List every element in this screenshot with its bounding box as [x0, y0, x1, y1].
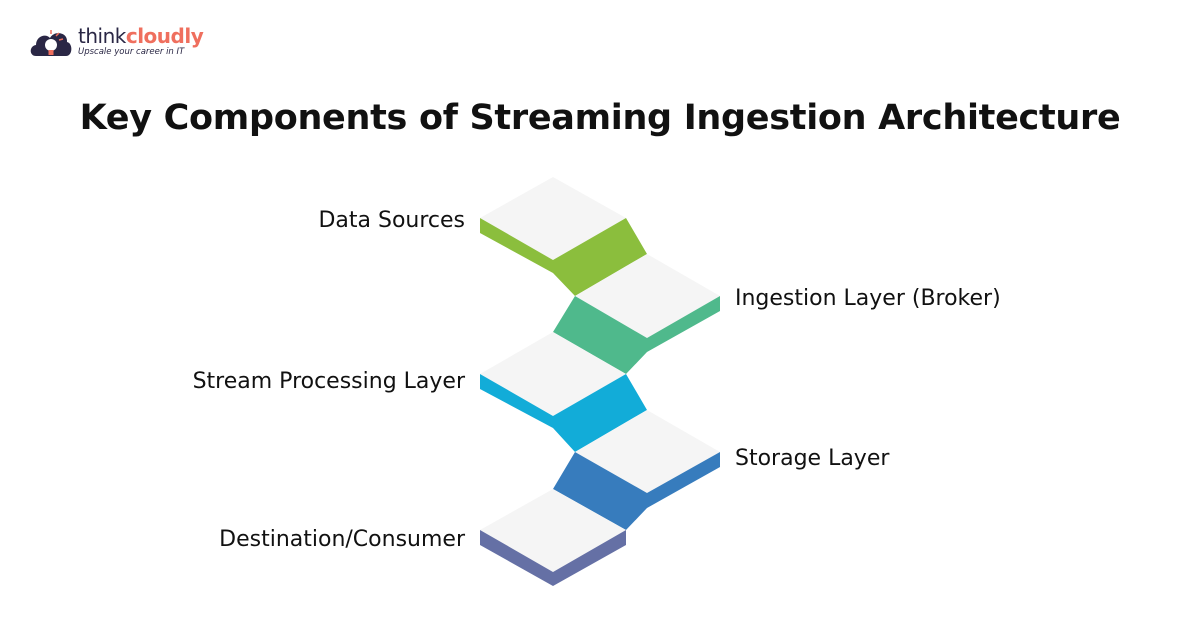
- page-title: Key Components of Streaming Ingestion Ar…: [79, 98, 1121, 138]
- cloud-bulb-icon: [30, 30, 72, 56]
- logo-word-think: think: [78, 24, 126, 48]
- label-storage-layer: Storage Layer: [735, 446, 890, 471]
- layer-4-step: [553, 410, 720, 530]
- label-data-sources: Data Sources: [318, 208, 465, 233]
- logo-word-cloudly: cloudly: [125, 24, 204, 48]
- logo: thinkcloudly Upscale your career in IT: [28, 24, 204, 62]
- logo-tagline: Upscale your career in IT: [78, 47, 185, 57]
- label-stream-processing: Stream Processing Layer: [192, 369, 465, 394]
- label-ingestion-layer: Ingestion Layer (Broker): [735, 286, 1001, 311]
- layer-5-step: [480, 489, 626, 586]
- label-destination: Destination/Consumer: [219, 527, 465, 552]
- layer-2-step: [553, 254, 720, 374]
- layer-3-step: [480, 332, 647, 452]
- layer-1-step: [480, 177, 647, 296]
